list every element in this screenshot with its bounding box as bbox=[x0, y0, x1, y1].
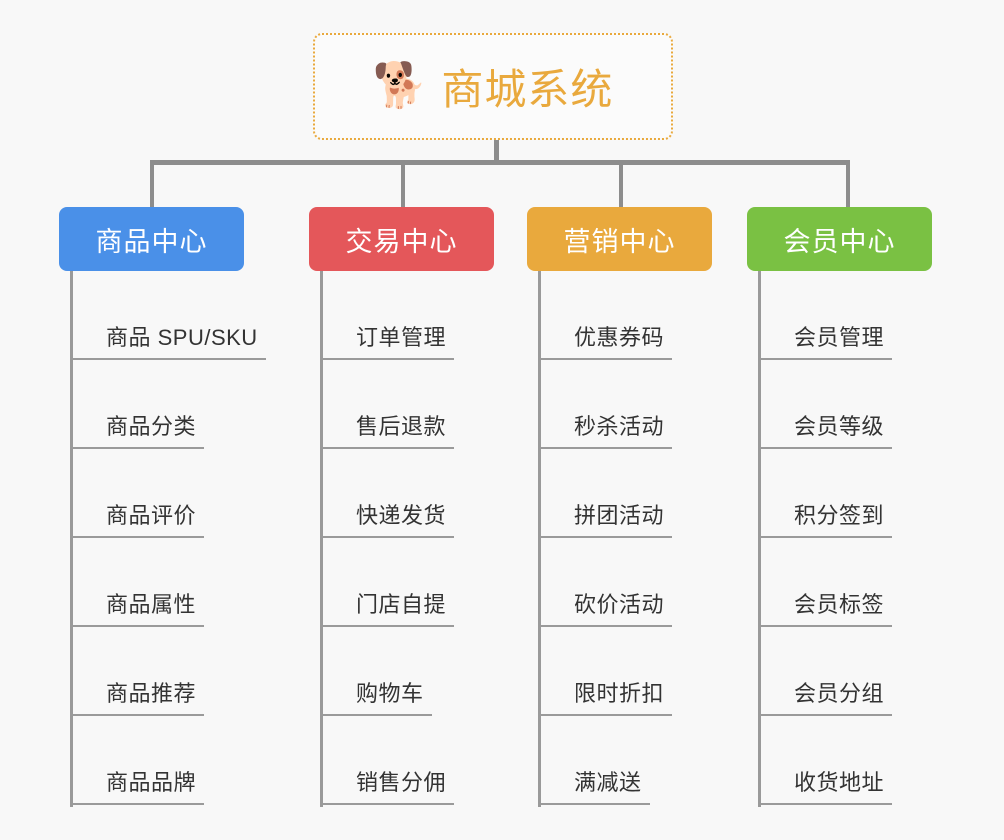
leaf-label: 商品分类 bbox=[106, 414, 197, 439]
leaf-label: 限时折扣 bbox=[574, 681, 665, 706]
leaf-item[interactable]: 会员标签 bbox=[758, 538, 893, 627]
column-spine-4 bbox=[758, 271, 761, 807]
leaf-item[interactable]: 拼团活动 bbox=[538, 449, 673, 538]
category-label-4: 会员中心 bbox=[783, 226, 896, 257]
leaf-label: 订单管理 bbox=[356, 325, 447, 350]
column-spine-2 bbox=[320, 271, 323, 807]
branch-drop-connector-1 bbox=[150, 160, 154, 208]
leaf-item[interactable]: 商品分类 bbox=[70, 360, 205, 449]
root-node[interactable]: 🐕 商城系统 bbox=[313, 33, 673, 140]
leaf-label: 满减送 bbox=[574, 770, 642, 795]
leaf-item[interactable]: 优惠券码 bbox=[538, 271, 673, 360]
leaf-item[interactable]: 商品 SPU/SKU bbox=[70, 271, 266, 360]
leaf-label: 商品 SPU/SKU bbox=[106, 325, 258, 350]
leaf-label: 优惠券码 bbox=[574, 325, 665, 350]
leaf-item[interactable]: 会员分组 bbox=[758, 627, 893, 716]
leaf-item[interactable]: 商品推荐 bbox=[70, 627, 205, 716]
leaf-label: 拼团活动 bbox=[574, 503, 665, 528]
leaf-label: 会员分组 bbox=[794, 681, 885, 706]
root-stem-connector bbox=[494, 140, 499, 164]
category-header-2[interactable]: 交易中心 bbox=[309, 207, 494, 271]
leaf-label: 快递发货 bbox=[356, 503, 447, 528]
leaf-label: 砍价活动 bbox=[574, 592, 665, 617]
leaf-label: 商品品牌 bbox=[106, 770, 197, 795]
leaf-label: 积分签到 bbox=[794, 503, 885, 528]
category-label-3: 营销中心 bbox=[563, 226, 676, 257]
leaf-item[interactable]: 购物车 bbox=[320, 627, 432, 716]
leaf-item[interactable]: 商品评价 bbox=[70, 449, 205, 538]
leaf-label: 会员管理 bbox=[794, 325, 885, 350]
root-title: 商城系统 bbox=[441, 66, 614, 113]
category-header-3[interactable]: 营销中心 bbox=[527, 207, 712, 271]
leaf-item[interactable]: 限时折扣 bbox=[538, 627, 673, 716]
leaf-label: 会员等级 bbox=[794, 414, 885, 439]
leaf-item[interactable]: 收货地址 bbox=[758, 716, 893, 805]
leaf-label: 会员标签 bbox=[794, 592, 885, 617]
leaf-item[interactable]: 商品属性 bbox=[70, 538, 205, 627]
branch-bar-connector bbox=[150, 160, 850, 165]
leaf-item[interactable]: 快递发货 bbox=[320, 449, 455, 538]
leaf-label: 秒杀活动 bbox=[574, 414, 665, 439]
leaf-item[interactable]: 商品品牌 bbox=[70, 716, 205, 805]
category-header-1[interactable]: 商品中心 bbox=[59, 207, 244, 271]
leaf-item[interactable]: 砍价活动 bbox=[538, 538, 673, 627]
leaf-item[interactable]: 秒杀活动 bbox=[538, 360, 673, 449]
category-label-2: 交易中心 bbox=[345, 226, 458, 257]
leaf-item[interactable]: 销售分佣 bbox=[320, 716, 455, 805]
leaf-item[interactable]: 积分签到 bbox=[758, 449, 893, 538]
leaf-label: 商品评价 bbox=[106, 503, 197, 528]
branch-drop-connector-3 bbox=[619, 160, 623, 208]
leaf-item[interactable]: 门店自提 bbox=[320, 538, 455, 627]
branch-drop-connector-2 bbox=[401, 160, 405, 208]
leaf-item[interactable]: 售后退款 bbox=[320, 360, 455, 449]
leaf-label: 商品推荐 bbox=[106, 681, 197, 706]
leaf-item[interactable]: 会员等级 bbox=[758, 360, 893, 449]
leaf-item[interactable]: 会员管理 bbox=[758, 271, 893, 360]
category-header-4[interactable]: 会员中心 bbox=[747, 207, 932, 271]
leaf-label: 收货地址 bbox=[794, 770, 885, 795]
shiba-dog-icon: 🐕 bbox=[372, 60, 428, 110]
leaf-item[interactable]: 订单管理 bbox=[320, 271, 455, 360]
leaf-label: 商品属性 bbox=[106, 592, 197, 617]
leaf-label: 购物车 bbox=[356, 681, 424, 706]
category-label-1: 商品中心 bbox=[95, 226, 208, 257]
leaf-item[interactable]: 满减送 bbox=[538, 716, 650, 805]
branch-drop-connector-4 bbox=[846, 160, 850, 208]
leaf-label: 销售分佣 bbox=[356, 770, 447, 795]
leaf-label: 售后退款 bbox=[356, 414, 447, 439]
column-spine-3 bbox=[538, 271, 541, 807]
column-spine-1 bbox=[70, 271, 73, 807]
leaf-label: 门店自提 bbox=[356, 592, 447, 617]
